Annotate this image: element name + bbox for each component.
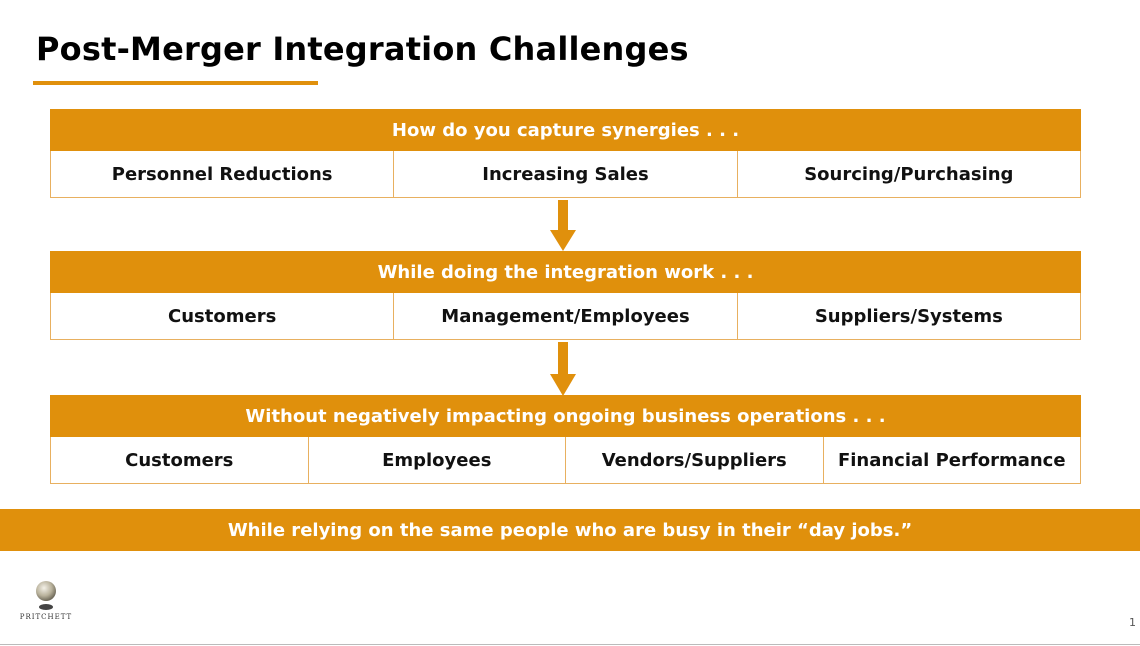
block-cell: Suppliers/Systems bbox=[736, 293, 1080, 339]
operations-block: Without negatively impacting ongoing bus… bbox=[50, 395, 1081, 484]
block-cell: Employees bbox=[307, 437, 566, 483]
block-row: Customers Employees Vendors/Suppliers Fi… bbox=[50, 437, 1081, 484]
pritchett-logo: PRITCHETT bbox=[16, 580, 76, 625]
block-cell: Customers bbox=[168, 305, 277, 327]
block-cell: Sourcing/Purchasing bbox=[736, 151, 1080, 197]
block-cell: Personnel Reductions bbox=[111, 163, 333, 185]
block-row: Personnel Reductions Increasing Sales So… bbox=[50, 151, 1081, 198]
synergies-block: How do you capture synergies . . . Perso… bbox=[50, 109, 1081, 198]
block-header: How do you capture synergies . . . bbox=[50, 109, 1081, 151]
block-cell: Management/Employees bbox=[393, 293, 736, 339]
slide-title: Post-Merger Integration Challenges bbox=[36, 30, 689, 68]
down-arrow-icon bbox=[550, 342, 576, 396]
sphere-logo-icon bbox=[36, 581, 56, 610]
bottom-divider bbox=[0, 644, 1140, 645]
page-number: 1 bbox=[1129, 616, 1136, 629]
block-header: While doing the integration work . . . bbox=[50, 251, 1081, 293]
footer-banner: While relying on the same people who are… bbox=[0, 509, 1140, 551]
block-row: Customers Management/Employees Suppliers… bbox=[50, 293, 1081, 340]
title-underline bbox=[33, 81, 318, 85]
block-cell: Financial Performance bbox=[822, 437, 1081, 483]
block-cell: Increasing Sales bbox=[393, 151, 736, 197]
block-cell: Vendors/Suppliers bbox=[565, 437, 823, 483]
integration-block: While doing the integration work . . . C… bbox=[50, 251, 1081, 340]
block-cell: Customers bbox=[125, 449, 234, 471]
block-header: Without negatively impacting ongoing bus… bbox=[50, 395, 1081, 437]
down-arrow-icon bbox=[550, 200, 576, 251]
logo-wordmark: PRITCHETT bbox=[19, 613, 73, 621]
